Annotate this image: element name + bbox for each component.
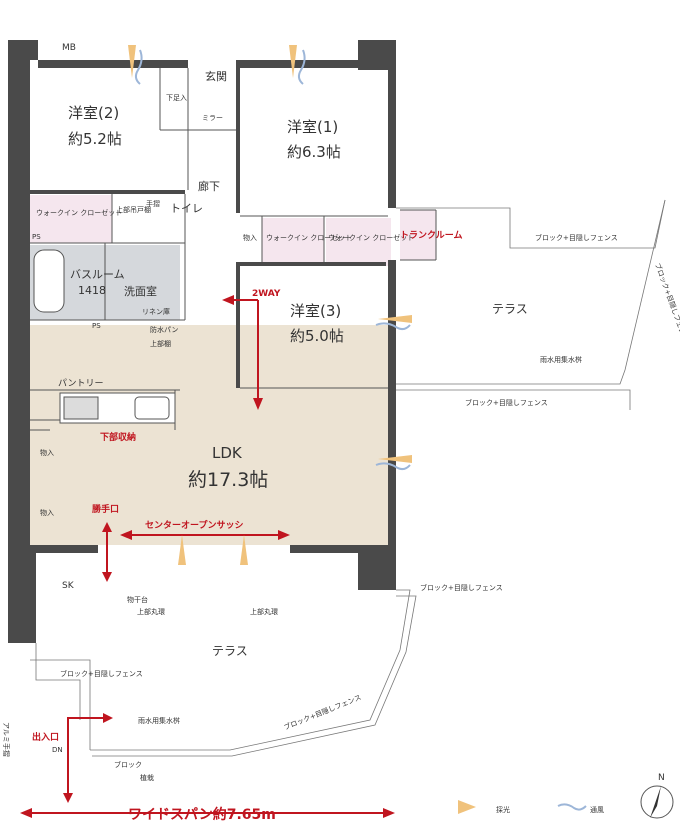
toilet-label: トイレ: [170, 202, 203, 215]
storage-label-3: 物入: [40, 508, 54, 517]
sash-arrows: [102, 522, 290, 582]
planting-label: 植栽: [140, 773, 154, 782]
interior-lines: [30, 68, 437, 431]
light-legend-label: 採光: [496, 805, 510, 814]
ldk-size: 約17.3帖: [188, 469, 268, 491]
closet2-floor: [30, 195, 112, 243]
rain-tank-label-1: 雨水用集水桝: [540, 355, 582, 364]
wide-span-label: ワイドスパン約7.65m: [128, 806, 276, 823]
closet1-floor: [262, 218, 324, 266]
lower-storage-label: 下部収納: [100, 431, 136, 443]
terrace-label-south: テラス: [212, 644, 248, 658]
upper-shelf-label: 上部吊戸棚: [116, 205, 151, 214]
entrance-arrows: [63, 713, 113, 803]
waterproof-pan-label: 防水パン: [150, 325, 178, 334]
handrail-label: 手摺: [146, 199, 160, 208]
closet3-floor: [326, 218, 391, 266]
ps-label-2: PS: [92, 322, 101, 330]
western1-name: 洋室(1): [287, 118, 338, 136]
north-compass: [640, 785, 674, 819]
center-sash-label: センターオープンサッシ: [145, 519, 243, 531]
fence-label-4: ブロック+目隠しフェンス: [60, 669, 143, 678]
two-way-arrows: [222, 295, 263, 410]
mb-label: MB: [62, 43, 76, 53]
mirror-label: ミラー: [202, 114, 223, 122]
trunk-room-label: トランクルーム: [400, 230, 462, 241]
western3-size: 約5.0帖: [290, 327, 344, 345]
pantry-label: パントリー: [58, 378, 103, 389]
washroom-floor: [105, 245, 180, 320]
storage-label-2: 物入: [40, 448, 54, 457]
walk-in-closet3-label: ウォークイン クローゼット: [328, 233, 414, 242]
wind-markers: [134, 49, 587, 811]
dn-label: DN: [52, 746, 63, 754]
two-way-label: 2WAY: [252, 289, 281, 299]
rain-tank-label-2: 雨水用集水桝: [138, 716, 180, 725]
light-markers: [128, 45, 476, 814]
fence-label-2: ブロック+目隠しフェンス: [465, 398, 548, 407]
ventilation-legend-label: 通風: [590, 805, 604, 814]
aluminum-rail-label: アルミ手摺: [2, 722, 11, 757]
entrance-exit-label: 出入口: [32, 731, 59, 743]
ldk-floor: [30, 325, 388, 545]
linen-label: リネン庫: [142, 307, 170, 316]
fence-label-1: ブロック+目隠しフェンス: [535, 233, 618, 242]
upper-ring-label-2: 上部丸環: [250, 607, 278, 616]
walk-in-closet2-label: ウォークイン クローゼット: [36, 208, 122, 217]
hall-label: 廊下: [198, 179, 220, 193]
walls: [8, 40, 396, 643]
bathtub: [33, 249, 65, 313]
kitchen-sink: [134, 396, 170, 420]
ldk-name: LDK: [212, 444, 243, 462]
back-door-label: 勝手口: [92, 503, 119, 515]
shoe-cabinet-label: 下足入: [166, 94, 187, 102]
ps-label-1: PS: [32, 233, 41, 241]
block-label: ブロック: [114, 760, 142, 769]
fence-label-5: ブロック+目隠しフェンス: [653, 262, 680, 343]
terrace-label-east: テラス: [492, 302, 528, 316]
upper-ring-label-1: 上部丸環: [137, 607, 165, 616]
western2-name: 洋室(2): [68, 104, 119, 122]
wide-span-arrow: [20, 808, 395, 818]
western1-size: 約6.3帖: [287, 143, 341, 161]
fence-label-6: ブロック+目隠しフェンス: [282, 693, 362, 732]
entrance-label: 玄関: [205, 69, 227, 83]
kitchen-stove: [63, 396, 99, 420]
washroom-label: 洗面室: [124, 284, 157, 298]
bathroom-code: 1418: [78, 284, 106, 297]
walk-in-closet1-label: ウォークイン クローゼット: [266, 233, 352, 242]
fence-lines: [30, 199, 666, 757]
western2-size: 約5.2帖: [68, 130, 122, 148]
upper-shelf2-label: 上部棚: [150, 339, 171, 348]
sk-label: SK: [62, 581, 75, 591]
north-label: N: [658, 773, 665, 783]
trunk-floor: [400, 210, 436, 260]
western3-name: 洋室(3): [290, 302, 341, 320]
bathroom-name: バスルーム: [70, 268, 125, 281]
storage-label-1: 物入: [243, 233, 257, 242]
drying-rack-label: 物干台: [127, 595, 148, 604]
fence-label-3: ブロック+目隠しフェンス: [420, 583, 503, 592]
